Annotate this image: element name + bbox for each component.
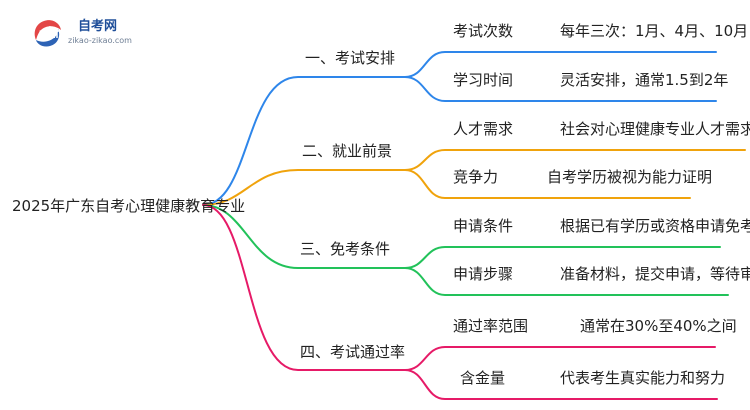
branch-1-label: 一、考试安排: [305, 49, 396, 67]
branch-1-item-2-key: 学习时间: [453, 71, 514, 89]
connector-branch-1-item-2: [404, 76, 717, 102]
branch-4-item-2-key: 含金量: [460, 369, 506, 387]
root-topic: 2025年广东自考心理健康教育专业: [12, 197, 246, 215]
branch-3-label: 三、免考条件: [300, 240, 391, 258]
connector-root-branch-2: [202, 169, 406, 206]
logo-url: zikao-zikao.com: [68, 36, 132, 45]
branch-2-item-1-key: 人才需求: [453, 120, 514, 138]
connector-branch-2-item-2: [404, 169, 691, 199]
connector-root-branch-1: [202, 76, 406, 206]
branch-2-item-2-key: 竞争力: [453, 168, 499, 186]
branch-3-item-1-key: 申请条件: [453, 217, 514, 235]
branch-3-item-2-value: 准备材料，提交申请，等待审核: [560, 265, 750, 283]
branch-2-item-1-value: 社会对心理健康专业人才需求增加: [560, 120, 750, 138]
branch-2-item-2-value: 自考学历被视为能力证明: [547, 168, 713, 186]
branch-1-item-1-key: 考试次数: [453, 22, 514, 40]
branch-4-item-1-key: 通过率范围: [453, 317, 529, 335]
branch-4-label: 四、考试通过率: [300, 343, 406, 361]
connector-branch-1-item-1: [404, 51, 717, 78]
connector-branch-4-item-2: [404, 369, 718, 400]
connector-root-branch-4: [202, 204, 406, 371]
branch-1-item-2-value: 灵活安排，通常1.5到2年: [560, 71, 729, 89]
connector-branch-4-item-1: [404, 346, 716, 371]
branch-3-item-1-value: 根据已有学历或资格申请免考: [560, 217, 750, 235]
graduation-cap-icon: [34, 20, 61, 47]
branch-2-label: 二、就业前景: [302, 142, 393, 160]
logo-name: 自考网: [78, 19, 118, 34]
branch-3-item-2-key: 申请步骤: [453, 265, 514, 283]
connector-root-branch-3: [202, 204, 406, 269]
connector-branch-3-item-2: [404, 267, 729, 296]
site-logo[interactable]: 自考网 zikao-zikao.com: [30, 13, 150, 53]
branch-4-item-2-value: 代表考生真实能力和努力: [560, 369, 726, 387]
connector-branch-3-item-1: [404, 246, 721, 269]
branch-4-item-1-value: 通常在30%至40%之间: [580, 317, 737, 335]
branch-1-item-1-value: 每年三次：1月、4月、10月: [560, 22, 749, 40]
connector-branch-2-item-1: [404, 149, 746, 171]
